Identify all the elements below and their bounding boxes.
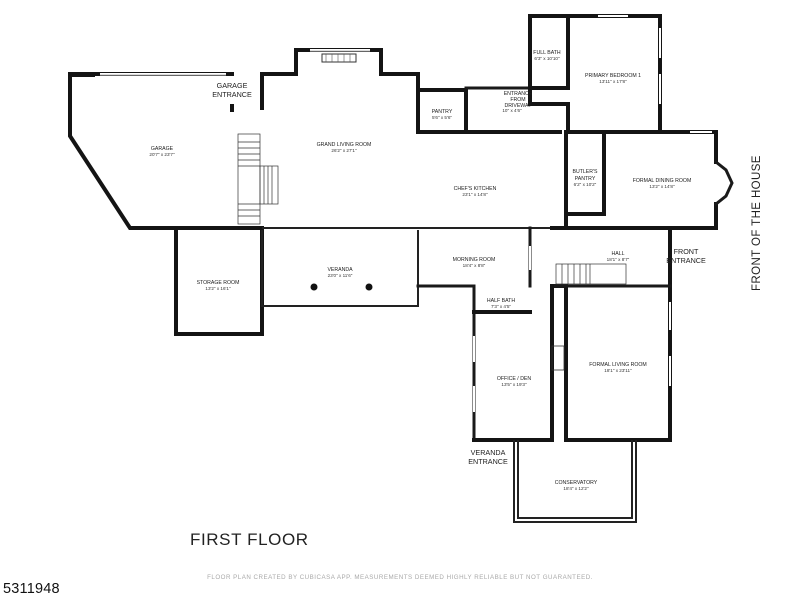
room-butlers-line1: BUTLER'S [573, 169, 598, 175]
footer-disclaimer: FLOOR PLAN CREATED BY CUBICASA APP. MEAS… [207, 574, 593, 581]
listing-id: 5311948 [3, 581, 60, 597]
room-morning-dims: 18'4" x 8'8" [463, 263, 486, 268]
room-entrance-line2: FROM [510, 97, 525, 103]
veranda-column-icon [365, 283, 373, 291]
room-butlers-line2: PANTRY [575, 176, 596, 182]
room-entrance-dims: 10'' x 4'6" [502, 108, 522, 113]
living-fireplace-icon [551, 345, 565, 371]
room-storage-name: STORAGE ROOM [197, 280, 240, 286]
room-pantry-dims: 5'6" x 5'6" [432, 115, 452, 120]
room-formal-living-dims: 18'1" x 23'11" [604, 368, 632, 373]
veranda-column-icon [310, 283, 318, 291]
room-kitchen-name: CHEF'S KITCHEN [454, 186, 497, 192]
dining-bay-window [713, 159, 734, 207]
room-kitchen-dims: 23'1" x 14'8" [462, 192, 488, 197]
room-veranda-name: VERANDA [327, 267, 353, 273]
room-full-bath-name: FULL BATH [533, 50, 561, 56]
veranda-entrance-line2: ENTRANCE [468, 457, 508, 466]
room-grand-living-dims: 26'2" x 27'1" [331, 148, 357, 153]
room-garage-dims: 20'7" x 23'7" [149, 152, 175, 157]
garage-door-slab [69, 73, 95, 77]
office-walls [472, 284, 554, 442]
room-office-dims: 13'5" x 19'3" [501, 382, 527, 387]
room-full-bath-dims: 6'3" x 10'10" [534, 56, 560, 61]
room-garage-name: GARAGE [151, 146, 174, 152]
conservatory-walls [513, 440, 637, 523]
room-half-bath-dims: 7'3" x 4'5" [491, 304, 511, 309]
front-entrance-line2: ENTRANCE [666, 256, 706, 265]
garage-entrance-line1: GARAGE [217, 81, 248, 90]
room-butlers-dims: 6'2" x 10'2" [574, 182, 597, 187]
room-entrance-line3: DRIVEWAY [504, 103, 532, 109]
room-formal-dining-dims: 13'2" x 14'8" [649, 184, 675, 189]
room-morning-name: MORNING ROOM [453, 257, 496, 263]
room-formal-dining-name: FORMAL DINING ROOM [633, 178, 692, 184]
room-office-name: OFFICE / DEN [497, 376, 532, 382]
grand-living-walls [260, 48, 420, 134]
garage-entrance-line2: ENTRANCE [212, 90, 252, 99]
room-storage-dims: 13'2" x 16'1" [205, 286, 231, 291]
garage-stairs-icon [237, 133, 279, 225]
room-primary-bedroom-name: PRIMARY BEDROOM 1 [585, 73, 641, 79]
room-hall-name: HALL [612, 251, 625, 257]
room-conservatory-dims: 18'4" x 12'2" [563, 486, 589, 491]
front-of-house-label: FRONT OF THE HOUSE [751, 155, 763, 291]
hall-stairs-icon [555, 263, 627, 285]
room-hall-dims: 18'1" x 8'7" [607, 257, 630, 262]
fireplace-icon [321, 53, 357, 63]
garage-post [230, 104, 234, 112]
front-entrance-line1: FRONT [674, 247, 699, 256]
room-half-bath-name: HALF BATH [487, 298, 515, 304]
room-formal-living-name: FORMAL LIVING ROOM [589, 362, 646, 368]
pantry-walls [416, 88, 562, 134]
room-conservatory-name: CONSERVATORY [555, 480, 598, 486]
room-entrance-line1: ENTRANCE [504, 91, 533, 97]
room-pantry-name: PANTRY [432, 109, 453, 115]
floor-title: FIRST FLOOR [190, 530, 309, 549]
veranda-walls [261, 230, 419, 307]
room-primary-bedroom-dims: 13'11" x 17'8" [599, 79, 627, 84]
room-veranda-dims: 23'0" x 11'6" [328, 273, 353, 278]
veranda-entrance-line1: VERANDA [471, 448, 506, 457]
room-grand-living-name: GRAND LIVING ROOM [317, 142, 372, 148]
